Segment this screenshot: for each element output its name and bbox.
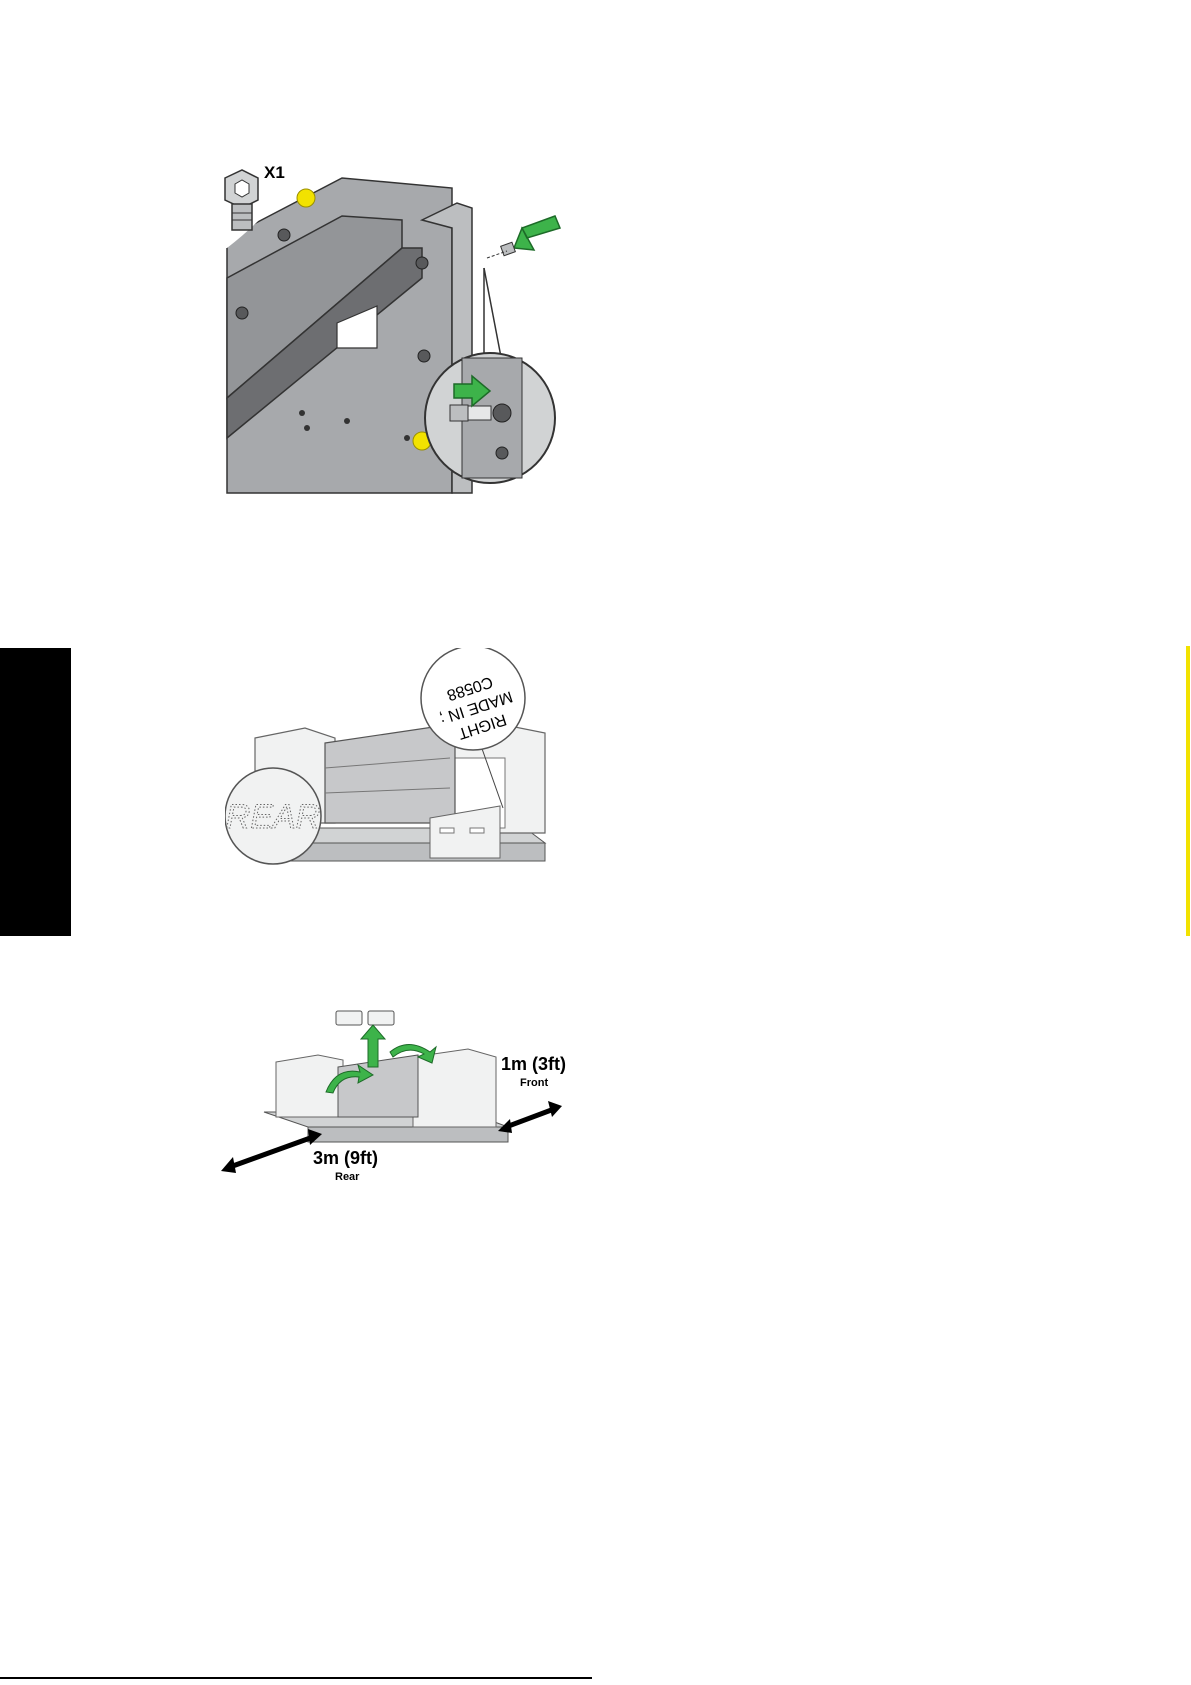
rear-label: Rear (335, 1171, 360, 1183)
yellow-marker (297, 189, 315, 207)
front-label: Front (520, 1077, 548, 1089)
figure-box-orientation: REAR RIGHT MADE IN ; C0588 (225, 648, 570, 888)
rear-distance-label: 3m (9ft) (313, 1148, 378, 1168)
chapter-side-tab (0, 648, 71, 936)
insert-arrow-icon (514, 216, 560, 250)
screw-quantity-label: X1 (264, 163, 285, 182)
front-distance-label: 1m (3ft) (501, 1054, 566, 1074)
footer-rule (0, 1677, 592, 1679)
rear-stamp-text: REAR (226, 798, 320, 836)
figure-screw-install: X1 (222, 148, 567, 500)
detail-magnifier (425, 353, 555, 483)
rear-stamp-magnifier: REAR (225, 768, 321, 864)
page-edge-marker (1186, 646, 1190, 936)
figure-clearance: 1m (3ft) Front 3m (9ft) Rear (218, 997, 578, 1197)
